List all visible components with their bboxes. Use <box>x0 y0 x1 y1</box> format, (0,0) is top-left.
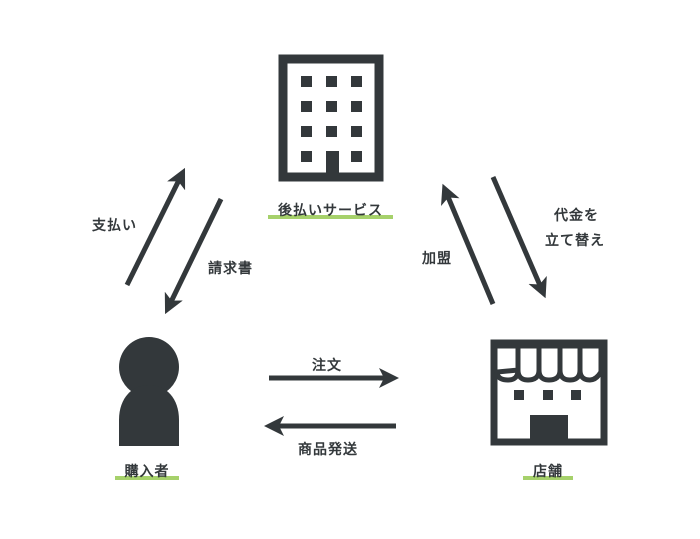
store-label: 店舗 <box>533 464 563 480</box>
advance-label-line2: 立て替え <box>545 233 605 249</box>
storefront-icon <box>490 339 608 446</box>
advance-label-line1: 代金を <box>554 208 599 224</box>
shipping-label: 商品発送 <box>298 442 358 458</box>
person-icon <box>119 337 179 446</box>
buyer-label: 購入者 <box>124 464 170 480</box>
advance-arrow <box>490 176 547 299</box>
store-label-highlight <box>523 476 573 480</box>
invoice-label: 請求書 <box>208 261 253 277</box>
invoice-arrow <box>164 197 224 315</box>
payment-arrow <box>124 167 186 287</box>
payment-label: 支払い <box>92 218 137 234</box>
office-building-icon <box>278 54 384 182</box>
order-label: 注文 <box>312 358 342 374</box>
service-label: 後払いサービス <box>278 203 383 219</box>
service-label-highlight <box>268 215 393 219</box>
buyer-label-highlight <box>115 476 179 480</box>
membership-label: 加盟 <box>422 251 452 267</box>
membership-arrow <box>441 183 496 305</box>
